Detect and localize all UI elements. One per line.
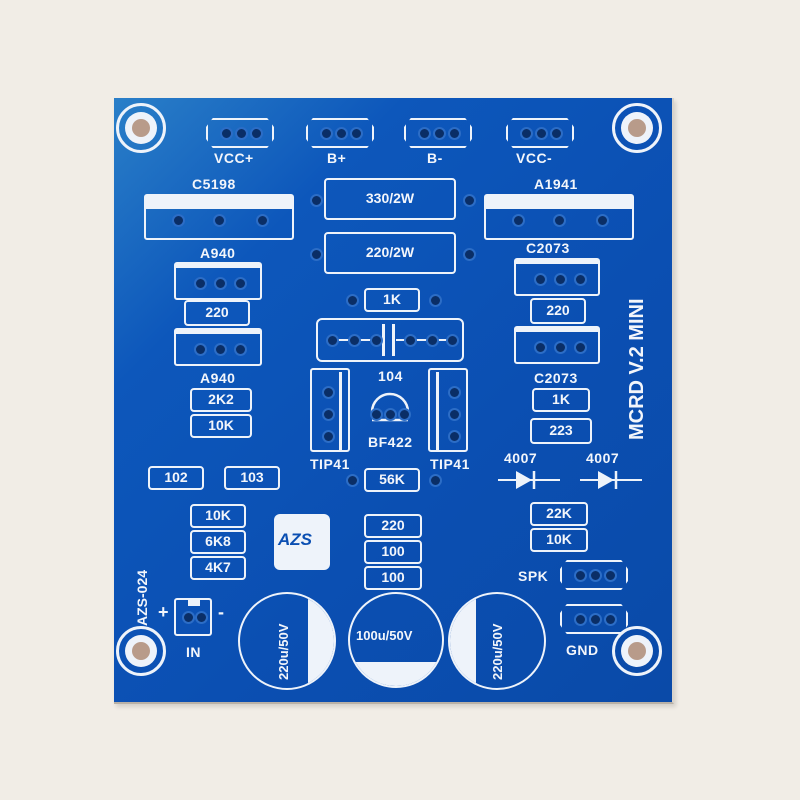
label-bf422: BF422 xyxy=(368,434,413,450)
resistor-10k-bottom-left: 10K xyxy=(190,504,246,528)
resistor-1k-center: 1K xyxy=(364,288,420,312)
azs-logo: AZS xyxy=(274,514,330,570)
label-gnd: GND xyxy=(566,642,599,658)
resistor-220-left: 220 xyxy=(184,300,250,326)
capacitor-102: 102 xyxy=(148,466,204,490)
mounting-hole-bottom-left xyxy=(116,626,166,676)
label-in: IN xyxy=(186,644,201,660)
label-c5198: C5198 xyxy=(192,176,236,192)
label-c2073-bottom: C2073 xyxy=(534,370,578,386)
capacitor-elco-right: 220u/50V xyxy=(448,592,546,690)
transistor-c5198 xyxy=(144,194,294,240)
mounting-hole-bottom-right xyxy=(612,626,662,676)
label-a940-bottom: A940 xyxy=(200,370,236,386)
label-b-minus: B- xyxy=(427,150,443,166)
resistor-56k: 56K xyxy=(364,468,420,492)
connector-vcc-plus xyxy=(206,118,274,148)
resistor-10k-bottom-right: 10K xyxy=(530,528,588,552)
mounting-hole-top-left xyxy=(116,103,166,153)
connector-vcc-minus xyxy=(506,118,574,148)
label-diode-right: 4007 xyxy=(586,450,620,466)
label-b-plus: B+ xyxy=(327,150,347,166)
transistor-tip41-left xyxy=(310,368,350,452)
connector-spk xyxy=(560,560,628,590)
transistor-a940-top xyxy=(174,262,262,300)
label-a1941: A1941 xyxy=(534,176,578,192)
label-diode-left: 4007 xyxy=(504,450,538,466)
label-104: 104 xyxy=(378,368,403,384)
resistor-100-a: 100 xyxy=(364,540,422,564)
resistor-330-2w: 330/2W xyxy=(324,178,456,220)
resistor-220-right: 220 xyxy=(530,298,586,324)
connector-b-minus xyxy=(404,118,472,148)
connector-gnd xyxy=(560,604,628,634)
label-tip41-right: TIP41 xyxy=(430,456,470,472)
capacitor-104-footprint xyxy=(316,318,464,362)
resistor-2k2: 2K2 xyxy=(190,388,252,412)
pcb-board: VCC+ B+ B- VCC- C5198 A1941 330/2W 220/2… xyxy=(114,98,674,704)
label-vcc-plus: VCC+ xyxy=(214,150,254,166)
resistor-22k: 22K xyxy=(530,502,588,526)
transistor-a1941 xyxy=(484,194,634,240)
transistor-a940-bottom xyxy=(174,328,262,366)
resistor-4k7: 4K7 xyxy=(190,556,246,580)
label-vcc-minus: VCC- xyxy=(516,150,553,166)
mounting-hole-top-right xyxy=(612,103,662,153)
transistor-tip41-right xyxy=(428,368,468,452)
diode-4007-left xyxy=(494,468,564,492)
label-in-minus: - xyxy=(218,602,225,622)
capacitor-elco-left: 220u/50V xyxy=(238,592,336,690)
label-a940-top: A940 xyxy=(200,245,236,261)
connector-b-plus xyxy=(306,118,374,148)
label-c2073-top: C2073 xyxy=(526,240,570,256)
transistor-bf422-footprint xyxy=(368,390,412,428)
board-title: MCRD V.2 MINI xyxy=(626,298,648,440)
model-code: AZS-024 xyxy=(134,569,150,626)
capacitor-223: 223 xyxy=(530,418,592,444)
transistor-c2073-bottom xyxy=(514,326,600,364)
label-in-plus: + xyxy=(158,602,170,622)
label-tip41-left: TIP41 xyxy=(310,456,350,472)
diode-4007-right xyxy=(576,468,646,492)
resistor-220-center: 220 xyxy=(364,514,422,538)
capacitor-elco-center: 100u/50V xyxy=(348,592,444,688)
resistor-100-b: 100 xyxy=(364,566,422,590)
label-spk: SPK xyxy=(518,568,549,584)
resistor-1k-right: 1K xyxy=(532,388,590,412)
connector-input xyxy=(174,598,212,636)
transistor-c2073-top xyxy=(514,258,600,296)
capacitor-103: 103 xyxy=(224,466,280,490)
resistor-220-2w: 220/2W xyxy=(324,232,456,274)
resistor-6k8: 6K8 xyxy=(190,530,246,554)
resistor-10k-left: 10K xyxy=(190,414,252,438)
